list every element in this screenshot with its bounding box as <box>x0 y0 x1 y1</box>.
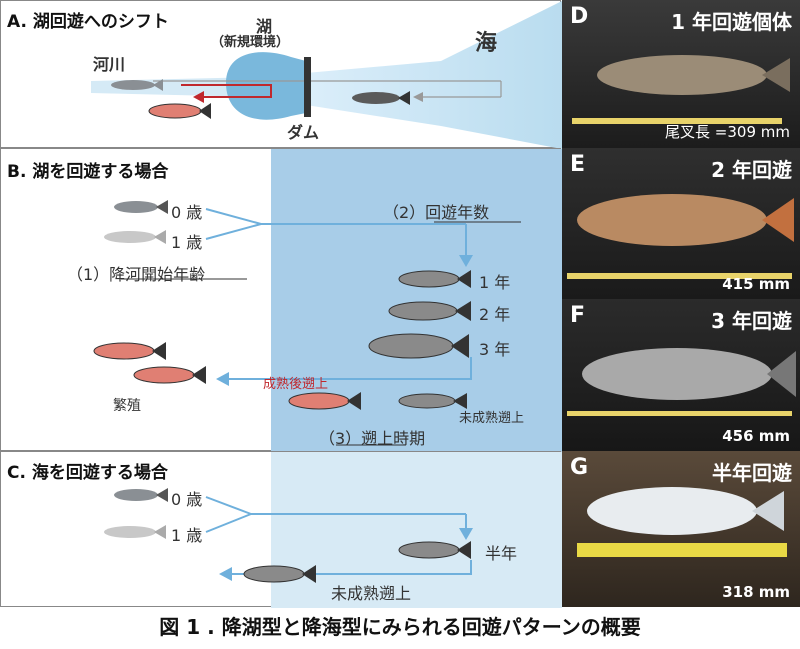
photo-f-label: F <box>570 303 586 328</box>
c-age1-fish <box>104 525 166 539</box>
spawn-fish-1 <box>93 342 166 360</box>
photo-g-size: 318 mm <box>722 583 790 601</box>
year1-label: 1 年 <box>479 273 511 292</box>
c-age0-label: 0 歳 <box>171 490 203 509</box>
river-label: 河川 <box>93 55 126 74</box>
photo-e: E 2 年回遊 415 mm <box>562 148 800 299</box>
photo-d: D 1 年回遊個体 尾叉長 =309 mm <box>562 0 800 148</box>
c-age0-fish <box>114 488 168 502</box>
c-return-fish <box>243 565 316 583</box>
photo-e-label: E <box>570 152 586 177</box>
half-year-label: 半年 <box>485 544 518 563</box>
descent-age-label: （1）降河開始年齢 <box>67 265 206 284</box>
photo-f: F 3 年回遊 456 mm <box>562 299 800 451</box>
photo-f-size: 456 mm <box>722 427 790 445</box>
c-age1-label: 1 歳 <box>171 526 203 545</box>
photo-d-label: D <box>570 4 589 29</box>
photo-g-label: G <box>570 455 589 480</box>
panel-a-diagram <box>91 1 562 149</box>
lake-arrow <box>181 84 272 98</box>
lake-label: 湖 <box>256 17 273 36</box>
photo-e-size: 415 mm <box>722 275 790 293</box>
immature-ascent-fish <box>398 393 467 409</box>
panel-c-title: C. 海を回遊する場合 <box>7 463 168 483</box>
photo-e-caption: 2 年回遊 <box>711 158 792 182</box>
sea-funnel <box>306 1 562 149</box>
photo-g-caption: 半年回遊 <box>712 461 792 485</box>
photo-g: G 半年回遊 318 mm <box>562 451 800 607</box>
year2-label: 2 年 <box>479 305 511 324</box>
panel-b-diagram <box>93 149 562 452</box>
mature-ascent-fish <box>288 392 361 410</box>
panel-b-title: B. 湖を回遊する場合 <box>7 162 169 182</box>
panel-a: A. 湖回遊へのシフト 河川 湖 （新規環境） 海 ダム <box>0 0 562 149</box>
immature-ascent-label: 未成熟遡上 <box>459 411 525 426</box>
age0-fish <box>114 200 168 214</box>
panel-a-title: A. 湖回遊へのシフト <box>7 12 169 32</box>
mature-ascent-label: 成熟後遡上 <box>263 377 329 392</box>
dam-label: ダム <box>287 123 320 142</box>
lake-sublabel: （新規環境） <box>211 35 290 50</box>
photo-f-caption: 3 年回遊 <box>711 309 792 333</box>
spawn-fish-2 <box>133 366 206 384</box>
figure-caption: 図 1 . 降湖型と降海型にみられる回遊パターンの概要 <box>159 615 641 639</box>
panel-b: B. 湖を回遊する場合 0 歳 1 歳 （1）降河開始年齢 （2）回遊年数 1 … <box>0 148 562 452</box>
year3-label: 3 年 <box>479 340 511 359</box>
age0-label: 0 歳 <box>171 203 203 222</box>
year2-fish <box>388 301 471 321</box>
sea-zone <box>271 452 562 608</box>
photo-d-size: 尾叉長 =309 mm <box>665 123 790 141</box>
c-immature-label: 未成熟遡上 <box>331 584 412 603</box>
sea-arrow-head <box>413 92 423 102</box>
half-year-fish <box>398 541 471 559</box>
lake-red-fish <box>148 103 211 119</box>
sea-fish <box>352 91 410 105</box>
age1-label: 1 歳 <box>171 233 203 252</box>
migration-years-label: （2）回遊年数 <box>383 203 490 222</box>
dam <box>304 57 311 117</box>
panel-c-diagram <box>104 452 562 608</box>
year1-fish <box>398 270 471 288</box>
spawning-label: 繁殖 <box>113 398 141 414</box>
year3-fish <box>368 333 469 359</box>
photo-d-caption: 1 年回遊個体 <box>671 10 792 34</box>
river-fish <box>111 79 163 91</box>
sea-label: 海 <box>475 31 498 56</box>
ascent-timing-label: （3）遡上時期 <box>319 429 426 448</box>
panel-c: C. 海を回遊する場合 0 歳 1 歳 半年 未成熟遡上 <box>0 451 562 608</box>
age1-fish <box>104 230 166 244</box>
